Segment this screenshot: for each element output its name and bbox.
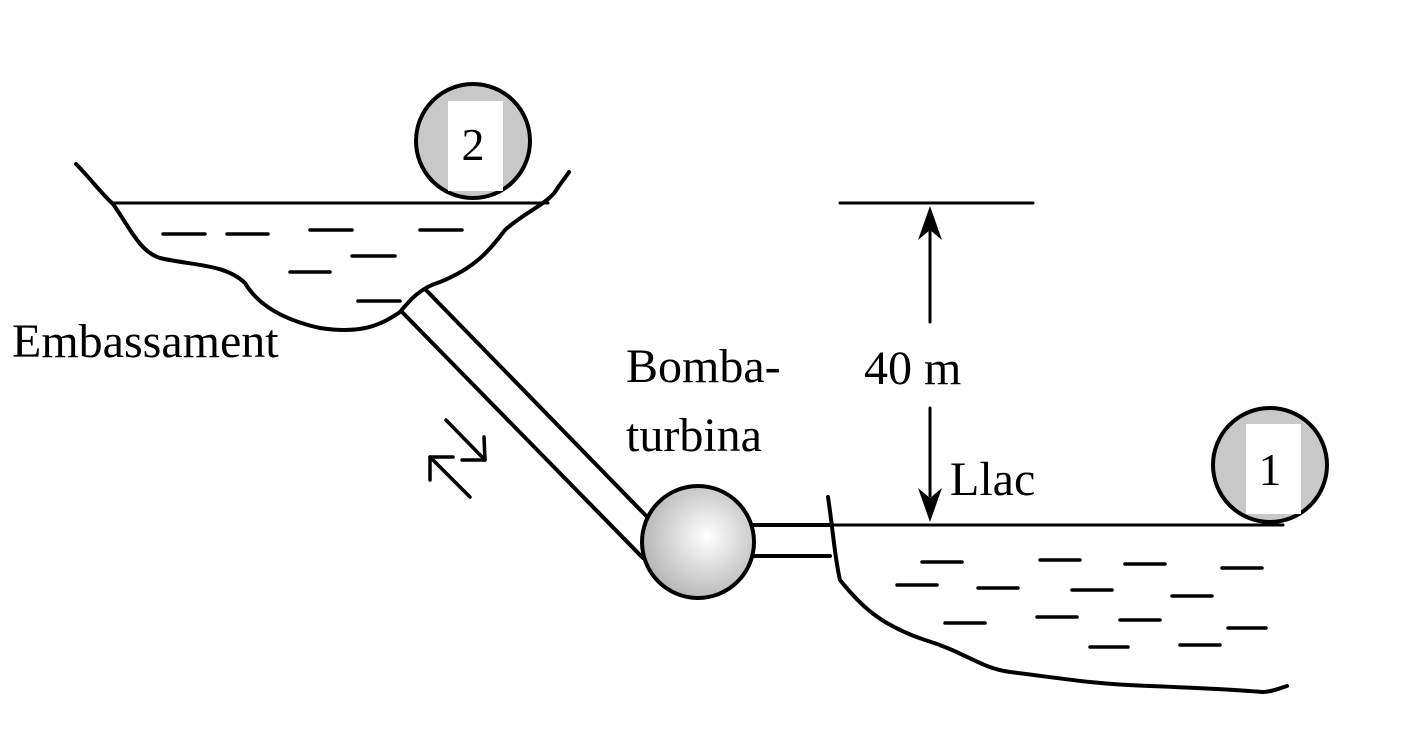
lake-water-hatching xyxy=(895,558,1268,649)
reservoir-label: Embassament xyxy=(12,315,279,368)
pipe-wall-right xyxy=(423,287,657,527)
pipe-wall-left xyxy=(401,311,645,560)
reservoir: Embassament xyxy=(12,162,571,368)
outlet-pipe xyxy=(750,523,832,558)
pump-label-line2: turbina xyxy=(626,409,762,462)
pump-label-line1: Bomba- xyxy=(626,340,781,393)
lake-basin-outline xyxy=(826,495,1289,694)
point-marker-lower: 1 xyxy=(1211,406,1329,524)
point-upper-label: 2 xyxy=(462,119,485,170)
reservoir-basin-outline xyxy=(74,162,571,332)
pump-turbine-icon xyxy=(640,484,756,600)
point-lower-label: 1 xyxy=(1259,444,1282,495)
height-dimension: 40 m xyxy=(838,201,1035,522)
dimension-arrow-icon xyxy=(918,206,942,522)
flow-direction-arrows-icon xyxy=(428,418,487,499)
lake: Llac xyxy=(826,453,1289,694)
pump-turbine: Bomba- turbina xyxy=(626,340,832,600)
lake-label: Llac xyxy=(950,453,1035,506)
height-label: 40 m xyxy=(864,342,961,395)
point-marker-upper: 2 xyxy=(414,82,532,200)
reservoir-water-hatching xyxy=(161,228,464,303)
penstock-pipe xyxy=(401,287,657,560)
